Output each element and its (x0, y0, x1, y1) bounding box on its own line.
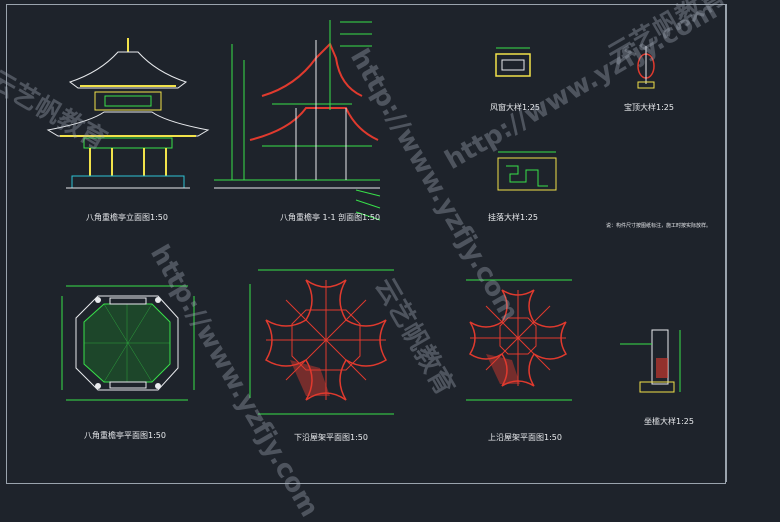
lower-roof-caption: 下沿屋架平面图1:50 (294, 433, 368, 442)
section-drawing (214, 20, 381, 221)
seat-detail-drawing (620, 329, 681, 393)
fascia-detail-caption: 挂落大样1:25 (488, 213, 538, 222)
cad-drawing (46, 20, 681, 415)
seat-detail-caption: 坐槛大样1:25 (644, 417, 694, 426)
fascia-detail-drawing (497, 151, 557, 191)
section-caption: 八角重檐亭 1-1 剖面图1:50 (280, 213, 381, 222)
plan-caption: 八角重檐亭平面图1:50 (84, 431, 166, 440)
finial-detail-drawing (637, 46, 655, 89)
elevation-caption: 八角重檐亭立面图1:50 (86, 213, 168, 222)
general-note: 说：构件尺寸按图纸标注，施工时按实际放样。 (606, 223, 712, 229)
lower-roof-drawing (249, 269, 394, 415)
upper-roof-drawing (466, 279, 572, 401)
upper-roof-caption: 上沿屋架平面图1:50 (488, 433, 562, 442)
elevation-drawing (46, 38, 210, 189)
plan-drawing (61, 285, 195, 401)
title-strip (726, 4, 775, 482)
window-detail-drawing (495, 47, 531, 77)
finial-detail-caption: 宝顶大样1:25 (624, 103, 674, 112)
window-detail-caption: 风窗大样1:25 (490, 103, 540, 112)
sheet-border (6, 4, 726, 484)
